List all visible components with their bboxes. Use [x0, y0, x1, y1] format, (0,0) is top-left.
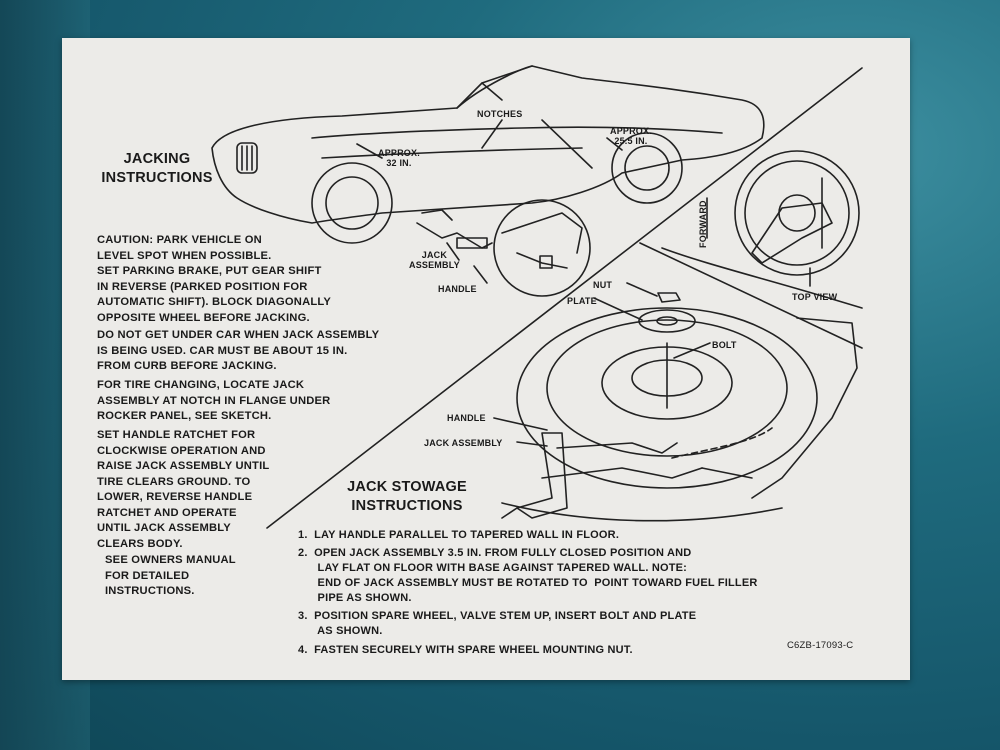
stowage-step: 1. LAY HANDLE PARALLEL TO TAPERED WALL I… [298, 529, 620, 541]
top-view-wheel [734, 150, 860, 276]
decal-line-art [211, 65, 863, 529]
do-not-get-under-text: DO NOT GET UNDER CAR WHEN JACK ASSEMBLY … [97, 329, 380, 372]
approx-rear-label: APPROX. 25.5 IN. [610, 126, 652, 146]
notch-detail-circle [493, 199, 591, 297]
stowage-steps: 1. LAY HANDLE PARALLEL TO TAPERED WALL I… [298, 528, 758, 658]
stowage-heading: JACK STOWAGE INSTRUCTIONS [332, 478, 482, 516]
notches-label: NOTCHES [477, 109, 523, 119]
divider-line [266, 67, 863, 529]
spare-wheel [516, 307, 818, 489]
jacking-heading: JACKING INSTRUCTIONS [92, 150, 222, 188]
tire-changing-text: FOR TIRE CHANGING, LOCATE JACK ASSEMBLY … [97, 379, 331, 422]
caution-text: CAUTION: PARK VEHICLE ON LEVEL SPOT WHEN… [97, 234, 332, 324]
stowage-step: 2. OPEN JACK ASSEMBLY 3.5 IN. FROM FULLY… [298, 547, 758, 604]
top-view-divider [639, 242, 863, 349]
nut-label: NUT [593, 280, 613, 290]
jack-assembly-label: JACK ASSEMBLY [409, 250, 460, 270]
jacking-instruction-decal: JACKING INSTRUCTIONS CAUTION: PARK VEHIC… [62, 38, 910, 680]
top-view-label: TOP VIEW [792, 292, 838, 302]
bolt-label: BOLT [712, 340, 737, 350]
handle-label: HANDLE [438, 284, 477, 294]
front-wheel [311, 162, 393, 244]
stowage-handle-label: HANDLE [447, 413, 486, 423]
stowage-title-line1: JACK STOWAGE [347, 479, 467, 495]
plate-label: PLATE [567, 296, 597, 306]
spare-nut [657, 292, 681, 303]
jacking-title-line2: INSTRUCTIONS [101, 170, 213, 186]
stowage-step: 4. FASTEN SECURELY WITH SPARE WHEEL MOUN… [298, 644, 633, 656]
jacking-title-line1: JACKING [123, 151, 191, 167]
stowage-title-line2: INSTRUCTIONS [351, 498, 463, 514]
rear-wheel [611, 132, 683, 204]
forward-label: FORWARD [698, 200, 708, 248]
owners-manual-text: SEE OWNERS MANUAL FOR DETAILED INSTRUCTI… [105, 554, 236, 597]
approx-front-label: APPROX. 32 IN. [378, 148, 420, 168]
stowage-jack-assembly-label: JACK ASSEMBLY [424, 438, 503, 448]
stowage-step: 3. POSITION SPARE WHEEL, VALVE STEM UP, … [298, 610, 697, 637]
part-number: C6ZB-17093-C [787, 640, 854, 651]
car-outline [211, 65, 765, 224]
handle-ratchet-text: SET HANDLE RATCHET FOR CLOCKWISE OPERATI… [97, 429, 270, 550]
spare-plate [638, 309, 696, 333]
